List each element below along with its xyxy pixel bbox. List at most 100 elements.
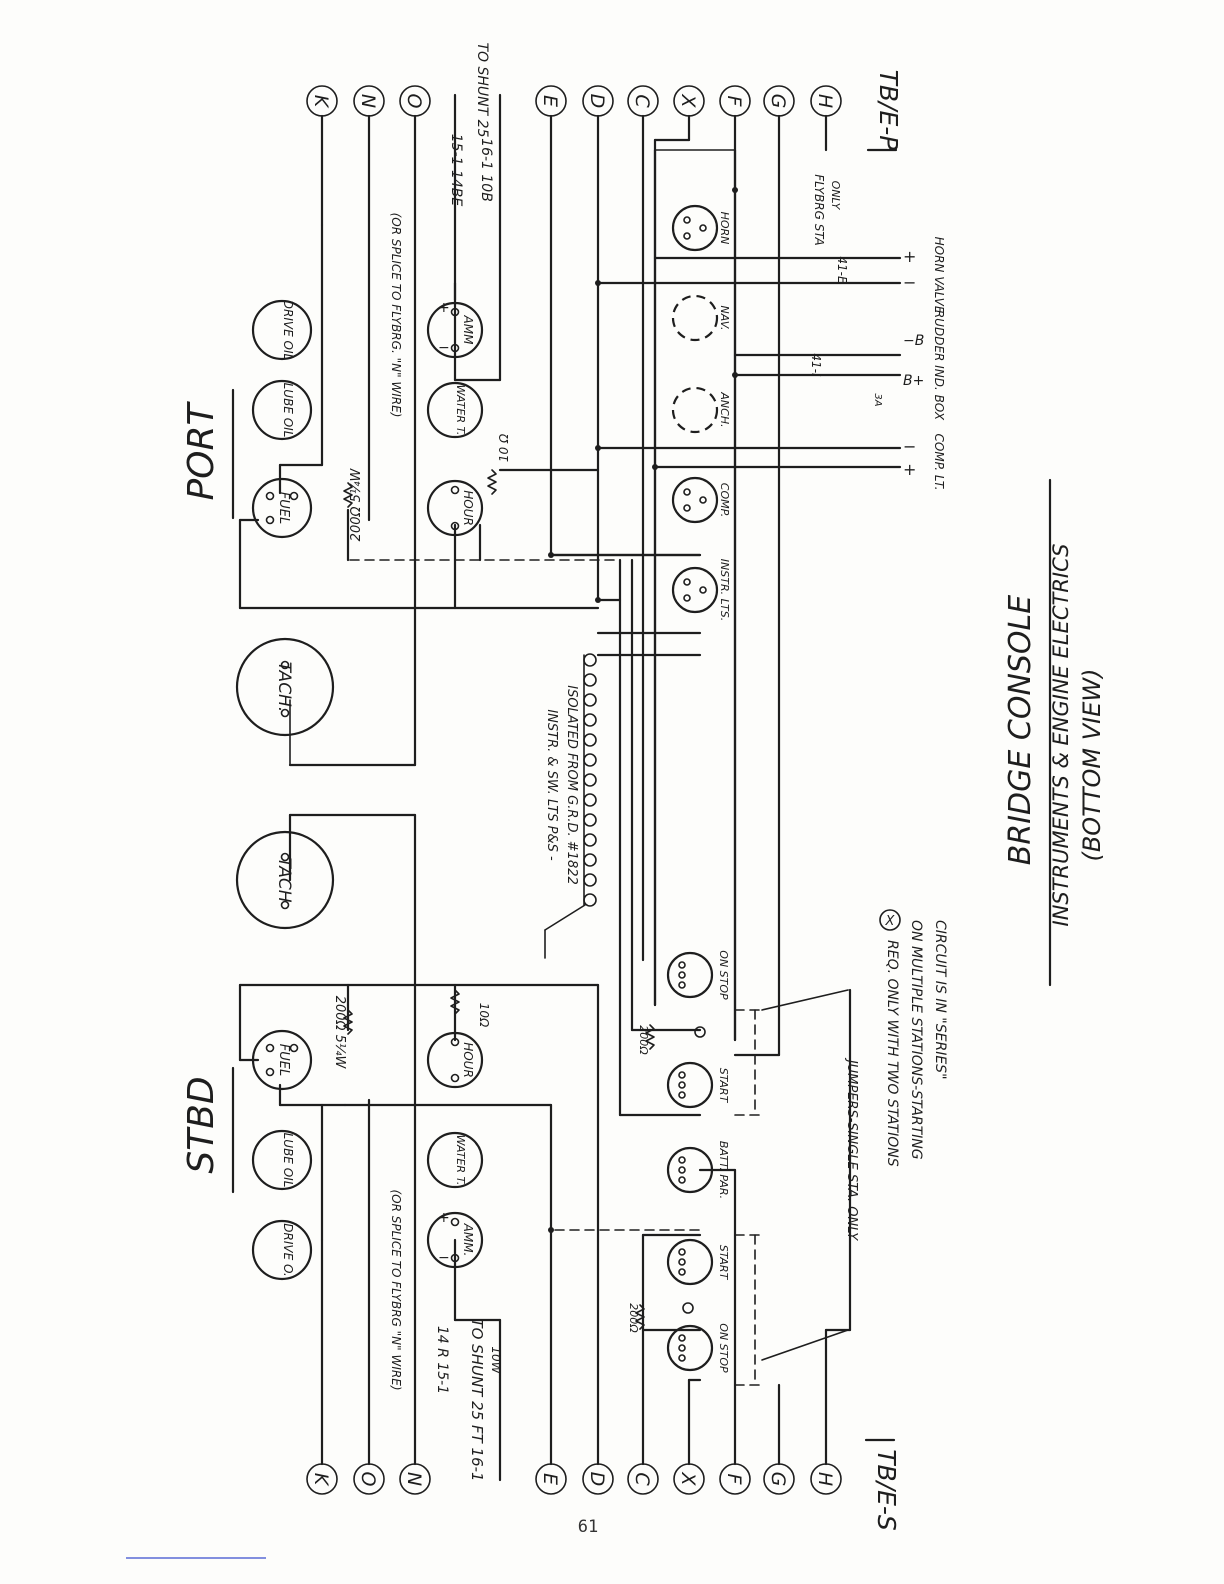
stbd-drive-o-gauge: DRIVE O. <box>251 1219 313 1281</box>
stbd-terminal-o-label: O <box>357 1472 379 1487</box>
stbd-hour-gauge: HOUR <box>426 1031 484 1089</box>
port-terminal-f: F <box>719 85 751 117</box>
req-note-2: ON MULTIPLE STATIONS-STARTING <box>908 920 924 1160</box>
port-terminal-h: H <box>810 85 842 117</box>
port-or-splice-note: (OR SPLICE TO FLYBRG. "N" WIRE) <box>389 213 403 418</box>
instr-lts-note-1: INSTR. & SW. LTS P&S - <box>544 709 559 861</box>
stbd-lube-oil-label: LUBE OIL <box>281 1133 295 1188</box>
port-terminal-h-label: H <box>814 94 836 108</box>
nav-switch-label: NAV. <box>718 306 731 331</box>
port-start-label: START <box>717 1068 730 1104</box>
stbd-terminal-h-label: H <box>814 1472 836 1486</box>
stbd-terminal-block-label: TB/E-S <box>872 1449 901 1531</box>
stbd-water-temp-gauge: WATER T. <box>426 1131 484 1189</box>
port-terminal-g-label: G <box>767 94 789 109</box>
stbd-terminal-f-label: F <box>723 1474 745 1486</box>
port-terminal-e: E <box>535 85 567 117</box>
port-terminal-g: G <box>763 85 795 117</box>
stbd-fuel-gauge: FUEL <box>251 1029 313 1091</box>
port-shunt-note-1: 15-1 14BE <box>448 134 464 207</box>
anch-switch: ANCH. <box>671 386 731 434</box>
port-water-temp-gauge: WATER T. <box>426 381 484 439</box>
horn-plus: + <box>903 247 916 266</box>
flybrg-note-1: FLYBRG STA <box>812 174 826 246</box>
port-fuel-gauge: FUEL <box>251 477 313 539</box>
port-amm-label: AMM <box>461 315 475 346</box>
port-lube-oil-label: LUBE OIL <box>281 383 295 438</box>
port-fuel-resistor-label: 200Ω 5¼W <box>349 468 364 542</box>
port-terminal-x-label: X <box>677 93 699 108</box>
stbd-terminal-k: K <box>306 1463 338 1495</box>
comp-switch-label: COMP. <box>718 483 731 517</box>
stbd-shunt-note-2: TO SHUNT 25 FT 16-1 <box>468 1318 486 1481</box>
instr-lts-switch-label: INSTR. LTS. <box>718 559 731 621</box>
port-terminal-o-label: O <box>403 94 425 109</box>
port-terminal-n-label: N <box>357 94 379 108</box>
port-on-stop-switch: ON STOP <box>666 950 730 1000</box>
port-terminal-n: N <box>353 85 385 117</box>
stbd-terminal-x: X <box>673 1463 705 1495</box>
port-terminal-o: O <box>399 85 431 117</box>
port-tach-gauge: TACH. <box>235 637 335 737</box>
batt-par-label: BATT. PAR. <box>717 1141 730 1199</box>
stbd-tach-gauge: TACH <box>235 830 335 930</box>
flybrg-note-2: ONLY <box>829 181 842 211</box>
port-terminal-c: C <box>627 85 659 117</box>
stbd-tach-label: TACH <box>274 857 294 902</box>
req-note-1: REQ. ONLY WITH TWO STATIONS <box>884 940 900 1167</box>
port-terminal-e-label: E <box>539 95 561 107</box>
comp-lt-label: COMP. LT. <box>932 434 946 491</box>
stbd-water-temp-label: WATER T. <box>454 1135 467 1186</box>
stbd-amm-plus: + <box>438 1210 450 1226</box>
stbd-fuel-label: FUEL <box>276 1044 291 1076</box>
port-terminal-x: X <box>673 85 705 117</box>
start-circuit: ON STOP 200Ω START BATT. PAR. START 200Ω… <box>627 950 730 1373</box>
port-terminal-d-label: D <box>586 94 608 109</box>
stbd-terminal-k-label: K <box>310 1473 332 1487</box>
port-shunt-note-2: 16-1 10B <box>478 138 494 202</box>
horn-switch-label: HORN <box>718 212 731 245</box>
req-marker: X <box>885 914 896 929</box>
comp-plus: + <box>903 460 916 479</box>
comp-switch: COMP. <box>671 476 731 524</box>
fuse-label: 3A <box>872 393 883 406</box>
stbd-lube-oil-gauge: LUBE OIL <box>251 1129 313 1191</box>
stbd-hour-label: HOUR <box>461 1042 475 1078</box>
port-amm-plus: + <box>438 300 450 316</box>
jumpers-note: JUMPERS-SINGLE STA. ONLY <box>844 1057 859 1241</box>
stbd-amm-gauge: AMM. + − <box>426 1210 484 1269</box>
anch-switch-label: ANCH. <box>718 391 731 427</box>
port-hour-resistor-label: 10 Ω <box>497 433 511 462</box>
horn-valve-label: HORN VALVE <box>932 237 946 314</box>
stbd-terminal-d-label: D <box>586 1472 608 1487</box>
stbd-start-resistor-label: 200Ω <box>627 1303 640 1333</box>
title-line-2: INSTRUMENTS & ENGINE ELECTRICS <box>1049 544 1073 927</box>
stbd-heading: STBD <box>181 1076 222 1173</box>
stbd-shunt-note-1: 14 R 15-1 <box>434 1326 450 1394</box>
stbd-hour-resistor-label: 10Ω <box>477 1003 491 1028</box>
stbd-terminal-e: E <box>535 1463 567 1495</box>
batt-par-switch: BATT. PAR. <box>666 1141 730 1199</box>
stbd-terminal-e-label: E <box>539 1473 561 1485</box>
port-hour-label: HOUR <box>461 490 475 526</box>
page-number: 61 <box>578 1517 598 1537</box>
port-on-stop-label: ON STOP <box>717 950 730 1000</box>
title-line-3: (BOTTOM VIEW) <box>1078 668 1106 861</box>
stbd-terminal-block: K O N E D C X F G H TB/E-S <box>306 1438 901 1531</box>
stbd-terminal-c-label: C <box>631 1472 653 1486</box>
comp-minus: − <box>903 437 916 456</box>
stbd-terminal-f: F <box>719 1463 751 1495</box>
stbd-on-stop-label: ON STOP <box>717 1323 730 1373</box>
port-terminal-c-label: C <box>631 94 653 108</box>
wire-41i-label: 41-I <box>809 353 823 377</box>
port-drive-oil-label: DRIVE OIL <box>281 300 295 360</box>
stbd-terminal-c: C <box>627 1463 659 1495</box>
port-amm-minus: − <box>438 340 450 356</box>
stbd-or-splice-note: (OR SPLICE TO FLYBRG "N" WIRE) <box>389 1189 403 1390</box>
instr-lts-note-2: ISOLATED FROM G.R.D. #1822 <box>564 685 579 885</box>
port-terminal-k-label: K <box>310 95 332 109</box>
instr-lts-switch: INSTR. LTS. <box>671 559 731 621</box>
stbd-terminal-o: O <box>353 1463 385 1495</box>
stbd-start-label: START <box>717 1245 730 1281</box>
